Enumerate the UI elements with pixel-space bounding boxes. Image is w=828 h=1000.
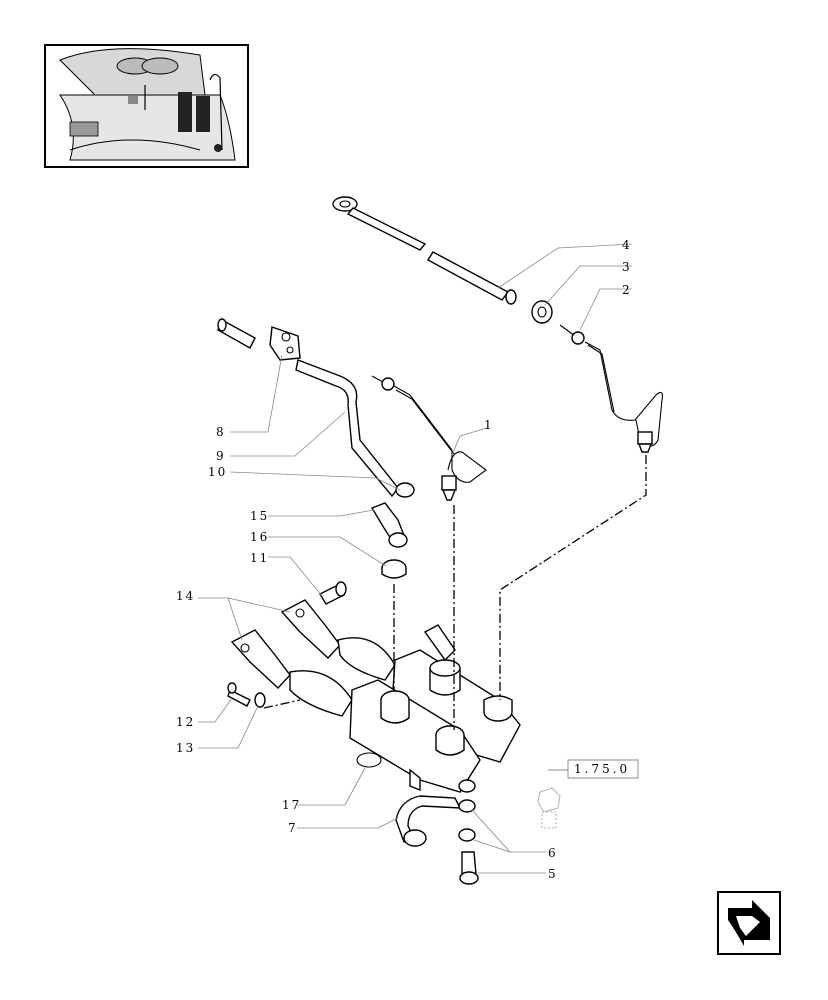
part-11-pin <box>319 581 347 605</box>
part-16-grommet <box>381 559 407 579</box>
callout-12: 12 <box>176 715 195 729</box>
callout-16: 16 <box>250 530 269 544</box>
callout-13: 13 <box>176 741 195 755</box>
callout-17: 17 <box>282 798 301 812</box>
callout-9: 9 <box>216 449 226 463</box>
master-cylinder-lower <box>230 629 481 793</box>
hydraulic-fitting-icon <box>537 787 561 829</box>
part-13-washer <box>254 692 266 708</box>
reference-link-1-75-0[interactable]: 1.75.0 <box>537 759 639 829</box>
part-10-clip <box>395 482 415 498</box>
callout-3: 3 <box>622 260 632 274</box>
callout-labels: 4 3 2 1 8 9 10 15 16 11 14 12 13 17 7 6 … <box>176 238 632 881</box>
callout-14: 14 <box>176 589 195 603</box>
callout-1: 1 <box>484 418 494 432</box>
tractor-cab-icon <box>59 48 236 161</box>
part-5-banjo-bolt <box>459 851 479 885</box>
location-thumbnail[interactable] <box>44 44 249 168</box>
leader-lines <box>198 243 633 874</box>
callout-11: 11 <box>250 551 269 565</box>
callout-7: 7 <box>288 821 298 835</box>
callout-2: 2 <box>622 283 632 297</box>
callout-4: 4 <box>622 238 632 252</box>
reference-box-label: 1.75.0 <box>574 762 630 776</box>
part-4-push-rod <box>332 196 517 305</box>
master-cylinder-upper <box>280 599 521 763</box>
part-15-elbow <box>370 502 408 548</box>
part-6-washers <box>458 779 476 842</box>
callout-8: 8 <box>216 425 226 439</box>
callout-5: 5 <box>548 867 558 881</box>
part-7-hose <box>395 795 462 847</box>
part-17-circlip <box>356 752 382 768</box>
return-arrow-icon <box>728 900 770 946</box>
callout-10: 10 <box>208 465 227 479</box>
part-9-hose <box>295 359 399 498</box>
part-12-screw <box>227 682 251 707</box>
part-2-pipe <box>559 324 663 453</box>
part-1-pipe <box>371 375 487 501</box>
return-navigation-button[interactable] <box>717 891 781 955</box>
assembly-axes <box>263 455 647 730</box>
part-3-seal-ring <box>531 300 553 324</box>
callout-15: 15 <box>250 509 269 523</box>
callout-6: 6 <box>548 846 558 860</box>
part-8-pin-and-bracket <box>217 318 301 361</box>
